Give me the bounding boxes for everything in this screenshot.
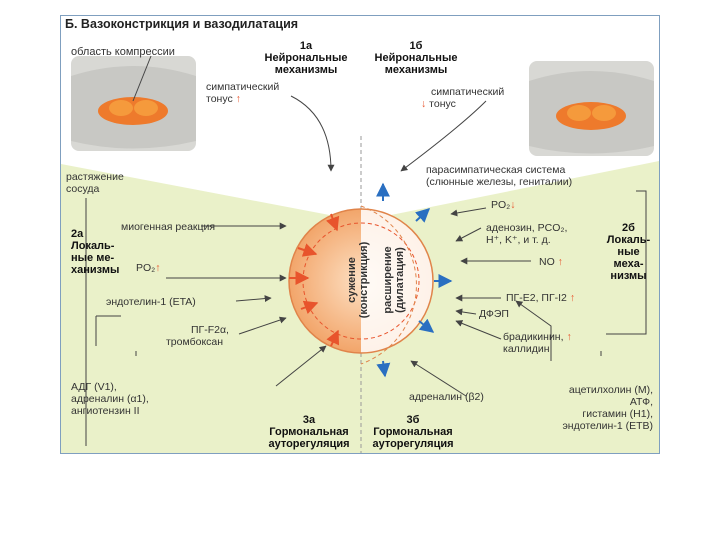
dilation-arrows	[376, 182, 453, 378]
po2-left-label: PO₂↑	[136, 262, 161, 274]
right-green-zone	[361, 161, 659, 426]
tissue-image-left	[71, 56, 196, 151]
no-label: NO ↑	[539, 256, 563, 268]
figure-panel: Б. Вазоконстрикция и вазодилатация облас…	[60, 15, 660, 454]
increase-arrow-icon: ↑	[155, 262, 161, 274]
constriction-arrows	[289, 213, 340, 347]
left-green-zone	[61, 164, 361, 426]
increase-arrow-icon: ↑	[569, 292, 576, 304]
myogenic-reaction-label: миогенная реакция	[121, 221, 216, 233]
sympathetic-tone-left: симпатический тонус ↑	[206, 81, 280, 105]
compression-area-label: область компрессии	[71, 46, 175, 58]
decrease-arrow-icon: ↓	[421, 98, 427, 110]
adrenalin-beta2-label: адреналин (β2)	[409, 391, 484, 403]
parasympathetic-system-label: парасимпатическая система(слюнные железы…	[426, 164, 573, 188]
hormones-left-label: АДГ (V1),адреналин (α1),ангиотензин II	[71, 381, 149, 417]
increase-arrow-icon: ↑	[566, 331, 572, 343]
diagram-background	[61, 55, 659, 453]
figure-title: Б. Вазоконстрикция и вазодилатация	[65, 17, 299, 31]
decrease-arrow-icon: ↓	[510, 199, 516, 211]
pointer-arrows	[85, 95, 647, 446]
increase-arrow-icon: ↑	[235, 93, 241, 105]
hormones-right-label: ацетилхолин (M),АТФ,гистамин (H1),эндоте…	[562, 384, 653, 432]
pgf-thromboxane-label: ПГ-F2α,тромбоксан	[166, 324, 229, 348]
pge-pgi-label: ПГ-E2, ПГ-I2 ↑	[506, 292, 576, 304]
dfep-label: ДФЭП	[479, 308, 509, 320]
tissue-image-right	[529, 61, 654, 156]
endothelin-eta-label: эндотелин-1 (ETA)	[106, 296, 196, 308]
increase-arrow-icon: ↑	[557, 256, 563, 268]
sympathetic-tone-right: симпатический ↓ тонус	[421, 86, 505, 110]
po2-right-label: PO₂↓	[491, 199, 516, 211]
adenosine-label: аденозин, PCO₂,H⁺, K⁺, и т. д.	[486, 222, 568, 246]
bradykinin-label: брадикинин, ↑ каллидин	[503, 331, 572, 355]
vessel-circle	[288, 205, 434, 365]
